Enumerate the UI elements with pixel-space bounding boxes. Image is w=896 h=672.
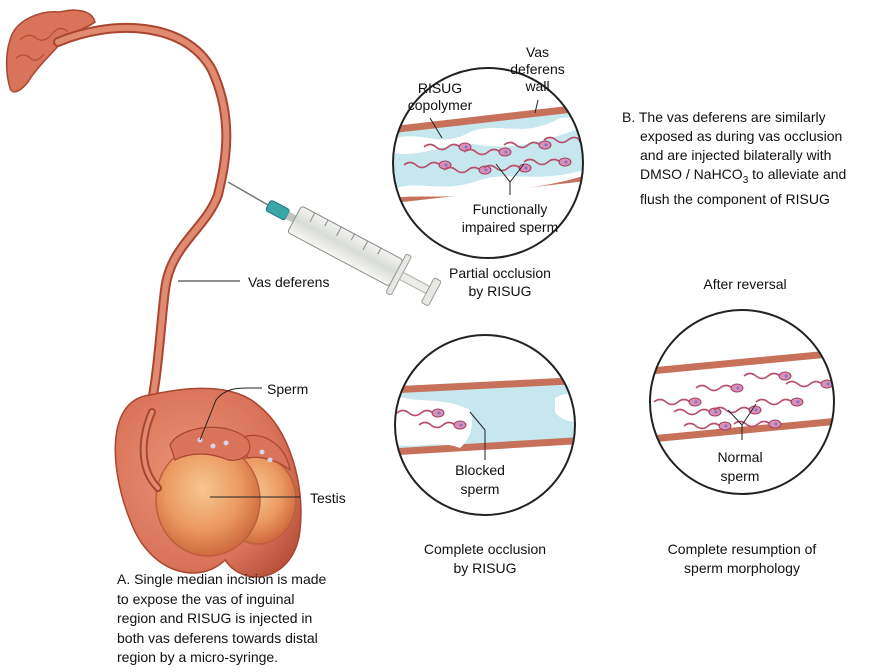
note-b-line-4: DMSO / NaHCO3 to alleviate and (622, 165, 894, 190)
anatomy-illustration (7, 10, 301, 577)
note-a: A. Single median incision is made to exp… (117, 570, 397, 668)
note-b: B. The vas deferens are similarly expose… (622, 108, 894, 209)
label-after-reversal: After reversal (690, 275, 800, 293)
label-vas-deferens-wall: Vas deferens wall (500, 44, 575, 95)
caption-complete-occlusion: Complete occlusion by RISUG (400, 540, 570, 578)
label-testis: Testis (310, 489, 346, 507)
label-risug-copolymer: RISUG copolymer (400, 80, 480, 114)
label-functionally-impaired-sperm: Functionally impaired sperm (450, 200, 570, 236)
label-vas-deferens: Vas deferens (248, 273, 329, 291)
note-b-alleviate: to alleviate and (748, 166, 846, 182)
note-b-line-5: flush the component of RISUG (622, 190, 894, 209)
label-blocked-sperm: Blocked sperm (440, 461, 520, 499)
caption-complete-resumption: Complete resumption of sperm morphology (650, 540, 834, 578)
caption-partial-occlusion: Partial occlusion by RISUG (430, 264, 570, 300)
testis-front (156, 444, 260, 556)
note-b-dmso: DMSO / NaHCO (640, 166, 743, 182)
note-b-line-2: exposed as during vas occlusion (622, 127, 894, 146)
note-b-line-1: B. The vas deferens are similarly (622, 108, 894, 127)
label-normal-sperm: Normal sperm (700, 448, 780, 486)
label-sperm: Sperm (267, 380, 308, 398)
epididymis-top (7, 10, 95, 92)
note-b-line-3: and are injected bilaterally with (622, 146, 894, 165)
